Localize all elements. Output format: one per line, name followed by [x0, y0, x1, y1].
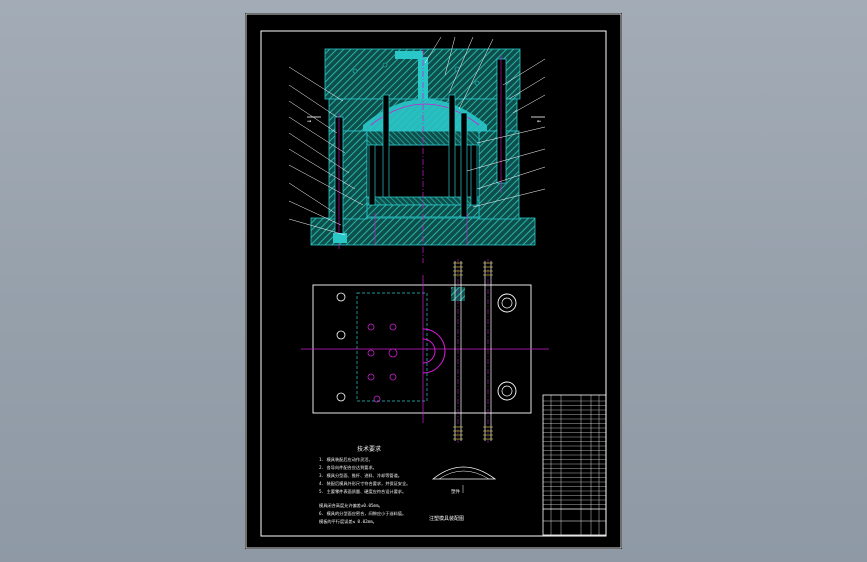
support-pillar-left	[368, 144, 376, 206]
plan-rod-threads	[453, 262, 493, 440]
parts-list-table[interactable]	[542, 394, 607, 536]
plan-guide-bush-bottom	[497, 381, 517, 401]
note-line-2: 6. 模具的分型面应密合，间隙应小于溢料值。	[319, 510, 406, 517]
plan-hole-3	[336, 392, 346, 402]
plan-guide-bush-top-inner	[501, 297, 513, 309]
tech-req-line-5: 5. 主要零件表面质量、硬度应符合设计要求。	[319, 488, 406, 495]
drawing-title: 注塑模具装配图	[429, 515, 464, 522]
section-marker-right: ←	[537, 117, 541, 125]
note-line-3: 模板的平行度误差≤ 0.02mm。	[319, 518, 377, 525]
bom-frame	[542, 394, 607, 536]
tech-req-line-3: 3. 模具分型面、推杆、进料、冷却等管道。	[319, 472, 402, 479]
ejector-pin-1	[382, 94, 390, 198]
plan-pin-hole-1	[367, 323, 375, 331]
plan-part-contour-outer	[422, 328, 446, 374]
plan-hole-1	[336, 292, 346, 302]
drawing-sheet[interactable]: → ←	[245, 13, 622, 549]
plan-cavity-outline	[356, 292, 428, 402]
callout-leaders	[288, 36, 546, 236]
tech-req-title: 技术要求	[357, 445, 381, 453]
bolt-hole-2	[382, 62, 388, 68]
plan-pin-hole-4	[388, 348, 398, 358]
tech-req-line-1: 1. 模具装配后应动作灵活。	[319, 456, 373, 463]
plan-pin-hole-5	[367, 373, 375, 381]
ejector-pin-2	[448, 94, 456, 198]
plan-part-contour-inner	[422, 338, 436, 364]
plan-view[interactable]	[301, 259, 549, 443]
tech-requirements: 技术要求 1. 模具装配后应动作灵活。 2. 各导向件配合应达到要求。 3. 模…	[319, 445, 410, 525]
section-view[interactable]: → ←	[307, 48, 545, 263]
drawing-canvas[interactable]: → ←	[245, 13, 622, 549]
support-pillar-right	[470, 144, 478, 206]
bolt-hole-1	[352, 68, 358, 74]
plan-pin-hole-3	[367, 349, 375, 357]
part-sketch: 塑件	[431, 466, 497, 495]
bolt-hole-3	[454, 66, 460, 72]
outer-frame	[245, 13, 622, 549]
section-marker-left: →	[307, 117, 311, 125]
plan-guide-bush-bottom-inner	[501, 385, 513, 397]
tech-req-line-2: 2. 各导向件配合应达到要求。	[319, 464, 377, 471]
plan-hole-2	[336, 330, 346, 340]
tech-req-line-4: 4. 装配后模具外形尺寸符合要求，并保证安全。	[319, 480, 410, 487]
return-pin	[460, 112, 468, 218]
bom-rows	[543, 400, 606, 505]
base-screw-head	[333, 233, 347, 243]
plan-pin-hole-6	[389, 373, 397, 381]
plan-guide-bush-top	[497, 293, 517, 313]
plan-pin-hole-7	[373, 395, 381, 403]
sprue-bushing	[418, 57, 428, 99]
guide-pin-right	[496, 58, 507, 184]
note-line-1: 模具闭合高度允许偏差±0.05mm。	[319, 502, 383, 509]
bolt-hole-4	[474, 80, 480, 86]
molded-part	[363, 99, 487, 131]
plan-pin-hole-2	[389, 323, 397, 331]
inner-frame	[260, 30, 607, 537]
part-label: 塑件	[451, 488, 460, 495]
title-block	[543, 508, 606, 522]
locating-ring	[395, 51, 423, 59]
